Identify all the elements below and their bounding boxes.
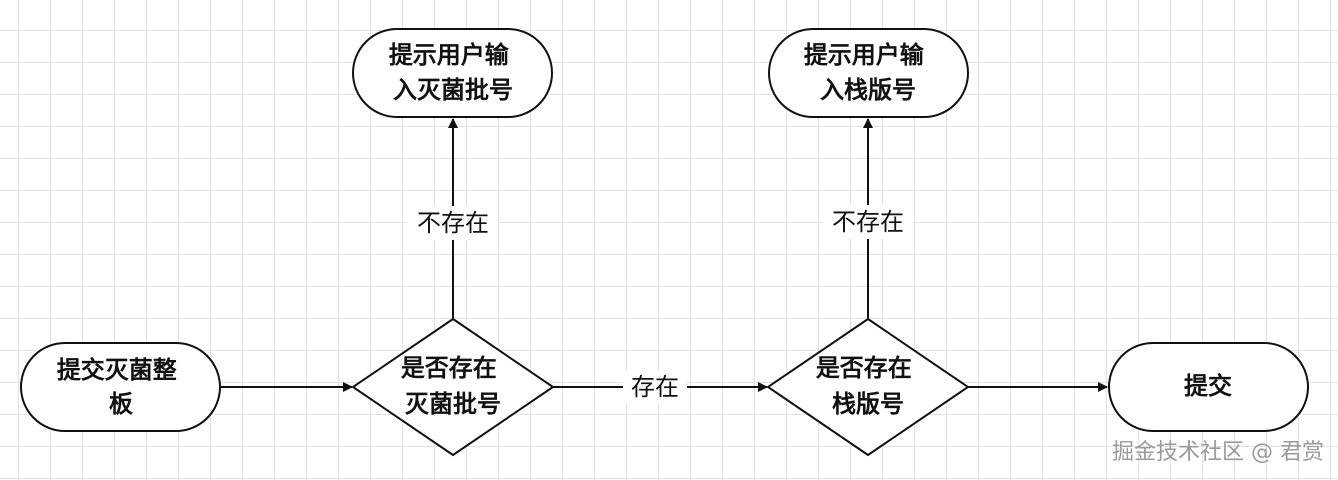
node-submit-label: 提交 xyxy=(1184,372,1232,400)
node-check2-line-2: 栈版号 xyxy=(832,390,904,418)
node-prompt-sterilization-batch: 提示用户输 入灭菌批号 xyxy=(352,28,553,118)
node-check2-line-1: 是否存在 xyxy=(816,354,912,382)
watermark: 掘金技术社区 @ 君赏 xyxy=(1112,440,1324,465)
node-prompt-pallet-number: 提示用户输 入栈版号 xyxy=(768,28,969,118)
node-decision-pallet-number: 是否存在 栈版号 xyxy=(766,317,970,457)
svg-text:提交灭菌整 板: 提交灭菌整 板 xyxy=(57,356,185,418)
node-check1-line-1: 是否存在 xyxy=(401,354,497,382)
node-start-line-2: 板 xyxy=(109,390,134,418)
svg-text:提示用户输 入灭菌批号: 提示用户输 入灭菌批号 xyxy=(389,41,517,104)
svg-text:是否存在 栈版号: 是否存在 栈版号 xyxy=(816,354,920,418)
edge-label-check1-not-exist: 不存在 xyxy=(417,209,489,237)
edge-label-check1-exists: 存在 xyxy=(631,373,679,401)
edge-label-check2-not-exist: 不存在 xyxy=(832,208,904,236)
node-check1-line-2: 灭菌批号 xyxy=(405,390,501,418)
node-start: 提交灭菌整 板 xyxy=(20,342,221,432)
node-start-line-1: 提交灭菌整 xyxy=(57,356,177,384)
node-submit: 提交 xyxy=(1108,342,1309,432)
node-prompt1-line-1: 提示用户输 xyxy=(389,41,510,69)
node-decision-sterilization-batch: 是否存在 灭菌批号 xyxy=(351,317,555,457)
node-prompt1-line-2: 入灭菌批号 xyxy=(393,76,513,104)
svg-text:是否存在 灭菌批号: 是否存在 灭菌批号 xyxy=(401,354,505,418)
node-prompt2-line-1: 提示用户输 xyxy=(804,41,925,69)
node-prompt2-line-2: 入栈版号 xyxy=(820,76,916,104)
svg-text:提示用户输 入栈版号: 提示用户输 入栈版号 xyxy=(804,41,932,104)
